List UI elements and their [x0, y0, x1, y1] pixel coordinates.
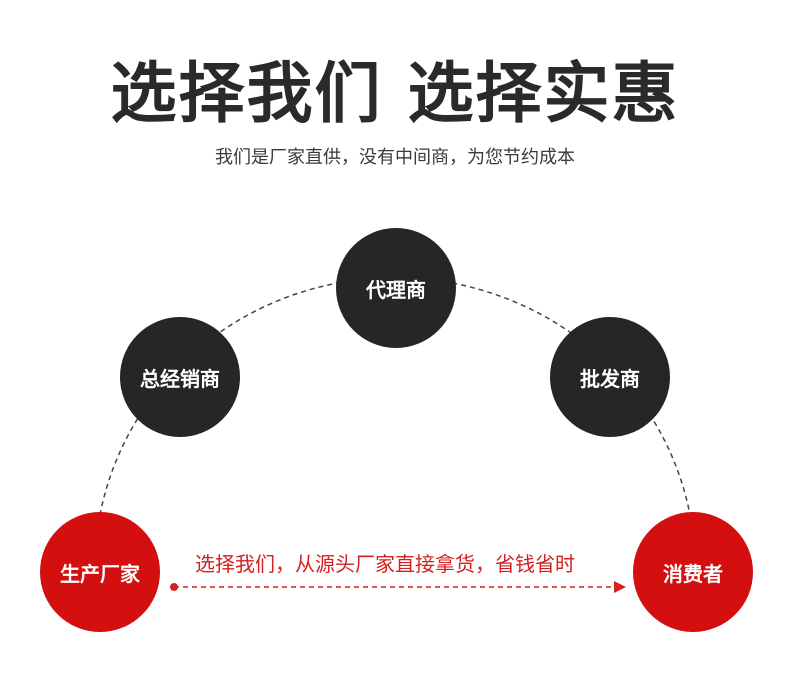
node-wholesaler: 批发商: [550, 317, 670, 437]
page-title: 选择我们 选择实惠: [110, 55, 680, 132]
node-agent: 代理商: [336, 228, 456, 348]
page-subtitle: 我们是厂家直供，没有中间商，为您节约成本: [215, 147, 575, 168]
flow-arrow-head: [614, 581, 626, 593]
node-consumer: 消费者: [633, 512, 753, 632]
flow-arrow-start-dot: [170, 583, 178, 591]
node-wholesaler-label: 批发商: [580, 366, 640, 391]
node-general-distributor: 总经销商: [120, 317, 240, 437]
node-manufacturer-label: 生产厂家: [60, 561, 140, 586]
node-consumer-label: 消费者: [663, 561, 723, 586]
node-general-distributor-label: 总经销商: [140, 366, 220, 391]
node-manufacturer: 生产厂家: [40, 512, 160, 632]
node-agent-label: 代理商: [366, 277, 426, 302]
flow-label: 选择我们，从源头厂家直接拿货，省钱省时: [195, 552, 575, 576]
